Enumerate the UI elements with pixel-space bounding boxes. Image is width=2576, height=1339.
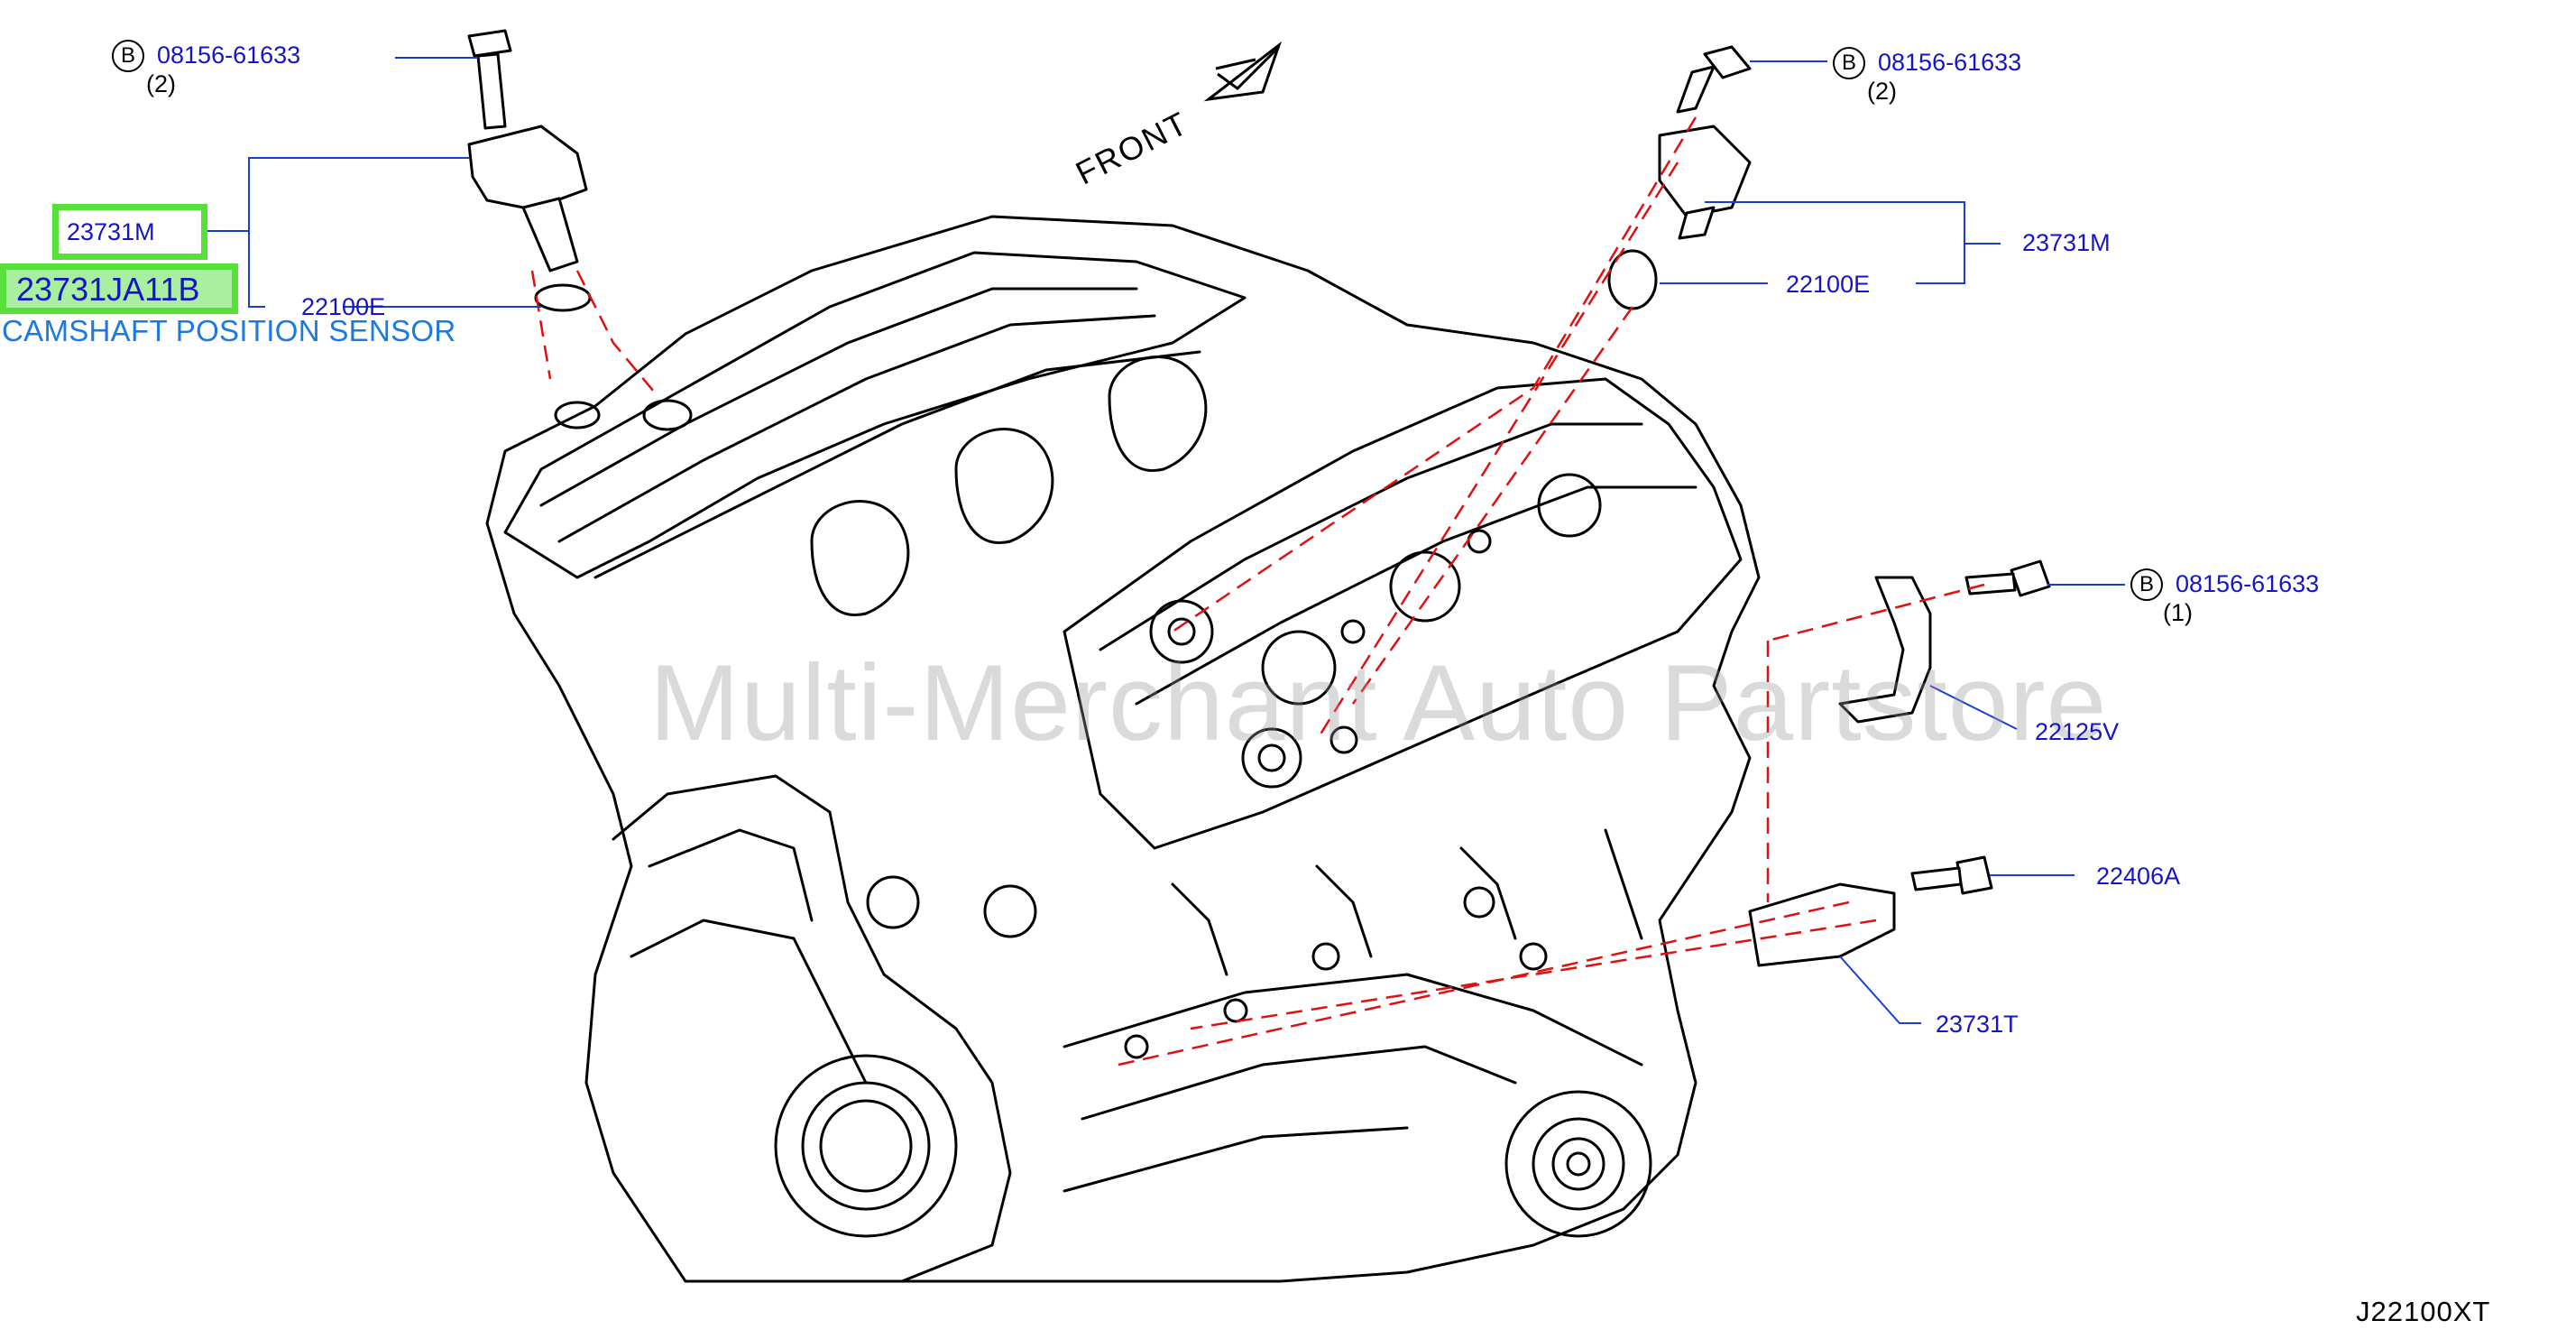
bolt-lower-shape (1955, 855, 1993, 895)
callout-bolt-right[interactable]: 08156-61633 (1878, 49, 2022, 76)
watermark-text: Multi-Merchant Auto Partstore (649, 642, 2108, 763)
sensor-left-shape (467, 125, 588, 211)
callout-bolt-bracket[interactable]: 08156-61633 (2176, 570, 2320, 597)
bolt-right-shape (1703, 45, 1752, 79)
diagram-code: J22100XT (2356, 1296, 2491, 1327)
bolt-left-shape (467, 29, 512, 58)
highlight-part-number[interactable]: 23731JA11B (16, 271, 200, 308)
front-arrow-icon (1203, 41, 1283, 102)
callout-bracket[interactable]: 22125V (2035, 718, 2120, 745)
sensor-right-shape (1658, 125, 1752, 218)
callout-sensor-right[interactable]: 23731M (2022, 229, 2111, 256)
callout-bolt-lower[interactable]: 22406A (2096, 863, 2181, 890)
highlight-part-number-box[interactable] (0, 263, 238, 314)
callout-bolt-bracket-qty: (1) (2163, 599, 2193, 626)
callout-sensor-lower[interactable]: 23731T (1936, 1011, 2019, 1038)
callout-bolt-left[interactable]: 08156-61633 (157, 42, 301, 69)
seal-left-shape (534, 283, 592, 312)
bolt-marker-circle: B (112, 40, 144, 72)
bolt-bracket-shape (2010, 559, 2051, 597)
callout-seal-right[interactable]: 22100E (1786, 271, 1871, 298)
callout-bolt-left-qty: (2) (146, 70, 176, 97)
highlight-part-ref[interactable]: 23731M (67, 218, 155, 245)
bolt-marker-circle: B (1833, 47, 1865, 79)
highlight-ref-box[interactable] (52, 204, 207, 260)
sensor-lower-shape (1748, 882, 1896, 967)
callout-seal-left[interactable]: 22100E (301, 293, 386, 320)
part-description: CAMSHAFT POSITION SENSOR (2, 314, 456, 347)
engine-outline (485, 215, 1761, 1283)
bracket-shape (1838, 576, 1932, 724)
bolt-marker-circle: B (2130, 568, 2163, 601)
callout-bolt-right-qty: (2) (1867, 78, 1897, 105)
